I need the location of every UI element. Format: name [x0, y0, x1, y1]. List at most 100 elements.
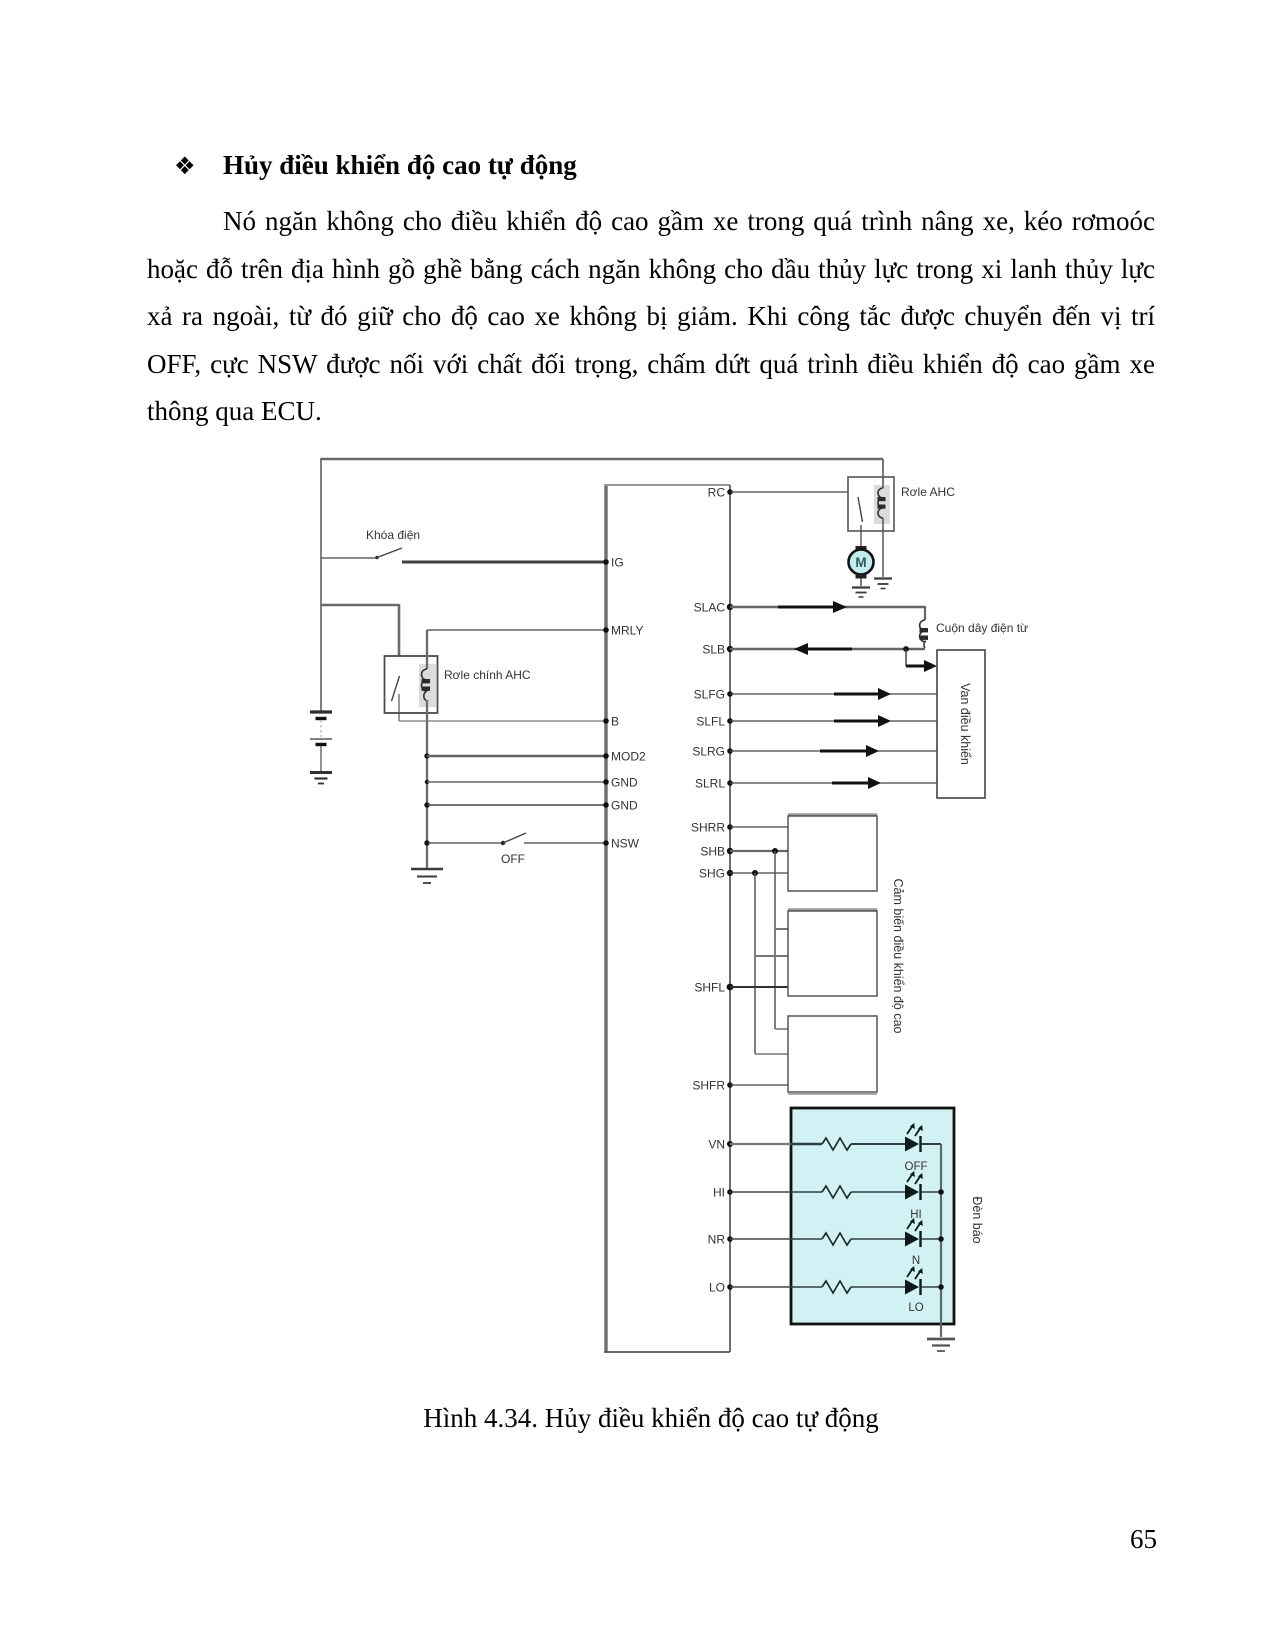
sensor-box	[787, 815, 878, 892]
led-icon	[905, 1279, 919, 1295]
led-ray-head	[910, 1266, 915, 1272]
led-label: N	[912, 1255, 920, 1267]
control-valve-label: Van điều khiển	[958, 683, 972, 765]
height-sensors: Cảm biến điều khiển độ cao	[730, 813, 905, 1095]
pin-label: NR	[708, 1233, 726, 1247]
junction-dot	[938, 1189, 944, 1195]
pin-label: MOD2	[611, 750, 646, 764]
main-relay: Rơle chính AHC	[383, 630, 531, 721]
ahc-relay-switch-blade	[857, 496, 864, 523]
control-valve-box	[936, 649, 986, 799]
pin-label: GND	[611, 776, 638, 790]
ahc-relay-coil-core	[877, 504, 886, 509]
ahc-relay-coil	[877, 487, 884, 519]
led-label: HI	[910, 1209, 922, 1221]
paragraph-line: thông qua ECU.	[147, 396, 322, 426]
resistor-icon	[821, 1184, 852, 1200]
page-number: 65	[1130, 1524, 1157, 1554]
main-relay-coil	[420, 668, 428, 702]
figure-caption: Hình 4.34. Hủy điều khiển độ cao tự động	[423, 1403, 879, 1433]
pin-dot	[603, 802, 609, 808]
motor-terminal	[855, 574, 867, 579]
ignition-label: Khóa điện	[366, 528, 420, 542]
pin-label: LO	[709, 1281, 725, 1295]
pin-label: SLRG	[692, 745, 725, 759]
led-ray-head	[910, 1171, 915, 1177]
pin-dot	[603, 627, 609, 633]
led-icon	[905, 1231, 919, 1247]
pin-label: SHRR	[691, 821, 725, 835]
pin-dot	[603, 840, 609, 846]
sensor-box	[787, 910, 878, 997]
led-ray-head	[910, 1123, 915, 1129]
pin-label: SHG	[699, 867, 725, 881]
led-ray-head	[918, 1125, 923, 1131]
battery-symbol	[310, 710, 332, 785]
main-relay-label: Rơle chính AHC	[444, 668, 531, 682]
pin-label: GND	[611, 799, 638, 813]
solenoid-label: Cuộn dây điện từ	[936, 621, 1028, 635]
led-ray-head	[910, 1218, 915, 1224]
pin-label: IG	[611, 556, 624, 570]
pin-label: VN	[708, 1138, 725, 1152]
arrow-right-icon	[868, 777, 881, 789]
motor-letter: M	[855, 555, 866, 570]
paragraph-line: xả ra ngoài, từ đó giữ cho độ cao xe khô…	[147, 301, 1155, 331]
pin-dot	[603, 718, 609, 724]
motor-terminal	[855, 546, 867, 550]
led-label: LO	[908, 1302, 923, 1314]
ground-rail	[411, 700, 443, 884]
pin-dot	[603, 753, 609, 759]
indicator-lamps: OFF HI N	[730, 1106, 984, 1352]
pin-label: SHFL	[694, 981, 725, 995]
main-relay-switch-blade	[390, 675, 401, 702]
ecu-box: IG MRLY B MOD2 GND GND NSW RC SLAC SLB S…	[603, 484, 734, 1353]
sensor-box	[787, 1015, 878, 1093]
pin-dot	[603, 779, 609, 785]
junction-dot	[938, 1284, 944, 1290]
ahc-relay: Rơle AHC M	[730, 459, 955, 598]
main-relay-coil-core	[421, 686, 430, 691]
led-icon	[905, 1184, 919, 1200]
heading-bullet-icon: ❖	[174, 152, 196, 180]
led-ray-head	[918, 1173, 923, 1179]
ahc-relay-label: Rơle AHC	[901, 485, 955, 499]
led-ray-head	[918, 1220, 923, 1226]
arrow-left-icon	[794, 643, 808, 655]
solenoid-coil	[918, 619, 927, 649]
resistor-icon	[821, 1279, 852, 1295]
resistor-icon	[821, 1136, 852, 1152]
indicator-box	[789, 1106, 956, 1326]
main-relay-coil-core	[421, 679, 430, 684]
section-heading: ❖ Hủy điều khiển độ cao tự động	[174, 147, 577, 184]
motor-symbol: M	[847, 546, 875, 598]
pin-label: SLRL	[695, 777, 725, 791]
pin-label: SLB	[702, 643, 725, 657]
solenoid-coil-core	[919, 628, 928, 633]
led-label: OFF	[905, 1161, 928, 1173]
pin-dot	[603, 559, 609, 565]
pin-label: SLFL	[696, 715, 725, 729]
off-switch-label: OFF	[501, 852, 525, 866]
pin-label: SHFR	[692, 1079, 725, 1093]
pin-label: RC	[708, 486, 726, 500]
pin-label: HI	[713, 1186, 725, 1200]
supply-wiring: Khóa điện	[310, 457, 883, 785]
resistor-icon	[821, 1231, 852, 1247]
junction-dot	[938, 1236, 944, 1242]
arrow-right-icon	[878, 688, 891, 700]
solenoid-valve: Cuộn dây điện từ Van điều khiển	[730, 601, 1028, 799]
heading-text: Hủy điều khiển độ cao tự động	[223, 150, 577, 180]
arrow-right-icon	[866, 745, 879, 757]
paragraph-line: OFF, cực NSW được nối với chất đối trọng…	[147, 348, 1155, 379]
arrow-right-icon	[833, 601, 847, 613]
indicator-label: Đèn báo	[970, 1196, 984, 1243]
nsw-switch-blade	[502, 832, 527, 844]
pin-label: SHB	[700, 845, 725, 859]
height-sensor-label: Cảm biến điều khiển độ cao	[891, 879, 905, 1034]
arrow-right-icon	[924, 660, 937, 672]
pin-label: B	[611, 715, 619, 729]
pin-label: NSW	[611, 837, 640, 851]
pin-label: SLFG	[694, 688, 725, 702]
